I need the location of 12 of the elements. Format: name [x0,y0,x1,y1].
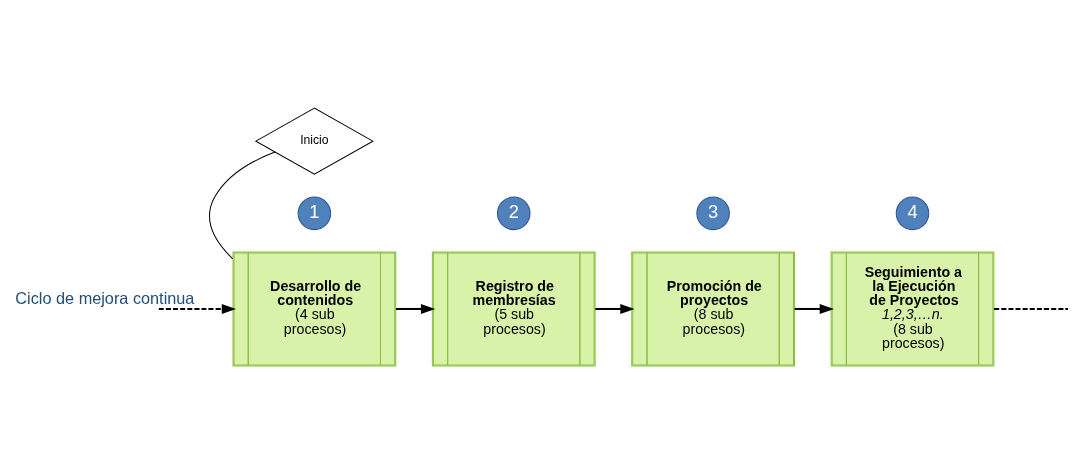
arrow [395,303,436,314]
node-circle: 1 [297,196,332,231]
node-circle: 2 [496,196,531,231]
connector [209,151,276,260]
connector [994,307,1069,310]
arrow [595,303,635,314]
node-circle: 4 [895,196,930,231]
arrow [794,303,834,314]
edge-label: Ciclo de mejora continua [15,288,195,307]
node-circle: 3 [696,196,730,231]
node-diamond: Inicio [254,107,374,175]
arrow [158,303,237,314]
